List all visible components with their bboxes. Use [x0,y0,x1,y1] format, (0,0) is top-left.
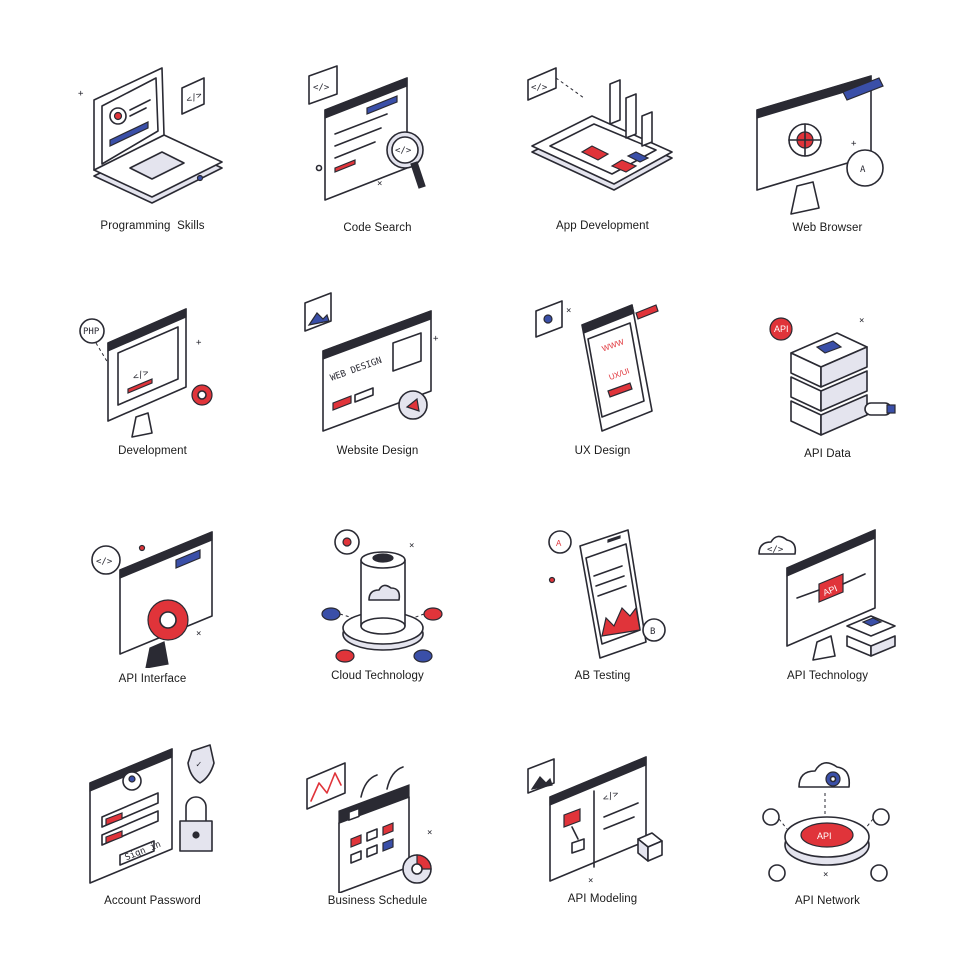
icon-card-ab-testing: A B AB Testing [490,490,715,715]
web-design-window-icon: WEB DESIGN + [304,292,439,432]
icon-card-code-search: </> </> × Code Search [265,40,490,265]
icon-label: App Development [556,220,649,232]
svg-text:+: + [78,89,84,99]
icon-label: AB Testing [574,670,631,682]
icon-label: API Data [804,448,851,460]
svg-text:+: + [851,139,857,149]
laptop-code-icon: </> + [78,67,223,204]
icon-card-programming-skills: </> + Programming Skills [40,40,265,265]
svg-text:×: × [196,629,201,639]
icon-card-web-browser: A + Web Browser [715,40,940,265]
monitor-globe-icon: A + [756,75,884,215]
icon-label: Programming Skills [100,220,205,232]
icon-label: UX Design [574,445,631,457]
icon-card-cloud-technology: × Cloud Technology [265,490,490,715]
api-button-network-icon: API × [762,762,890,882]
icon-card-account-password: Sign in ✓ Account Password [40,715,265,940]
icon-card-website-design: WEB DESIGN + Website Design [265,265,490,490]
svg-text:A: A [860,165,866,175]
icon-label: Code Search [343,222,412,234]
server-stack-icon: API × [769,316,896,436]
svg-text:×: × [409,541,414,551]
icon-grid: </> + Programming Skills </> </> × Code … [40,40,940,940]
icon-card-api-technology: API </> API Technology [715,490,940,715]
monitor-api-chip-icon: API </> [758,529,896,661]
svg-text:×: × [377,179,382,189]
icon-card-api-modeling: </> × API Modeling [490,715,715,940]
svg-text:×: × [823,870,828,880]
tablet-chart-icon: </> [527,67,673,191]
icon-label: Website Design [336,445,419,457]
svg-text:B: B [650,627,655,637]
window-flowchart-icon: </> × [527,756,663,886]
code-search-icon: </> </> × [308,65,426,201]
svg-text:</>: </> [531,83,548,93]
icon-card-app-development: </> App Development [490,40,715,265]
icon-card-api-data: API × API Data [715,265,940,490]
monitor-code-gear-icon: </> PHP + [79,308,213,438]
svg-text:API: API [774,324,789,334]
icon-label: API Network [794,895,860,907]
icon-label: API Technology [786,670,869,682]
icon-label: Business Schedule [327,895,428,907]
icon-card-development: </> PHP + Development [40,265,265,490]
monitor-api-gear-icon: </> × [91,531,213,668]
svg-text:×: × [859,316,864,326]
icon-label: Cloud Technology [331,670,424,682]
svg-text:×: × [566,306,571,316]
icon-label: Account Password [104,895,201,907]
phone-ux-icon: WWW UX/UI × [535,300,659,432]
icon-card-ux-design: WWW UX/UI × UX Design [490,265,715,490]
svg-text:</>: </> [96,557,113,567]
svg-text:×: × [427,828,432,838]
svg-text:PHP: PHP [83,327,100,337]
svg-text:+: + [196,338,202,348]
icon-label: Web Browser [792,222,863,234]
icon-card-api-network: API × API Network [715,715,940,940]
cloud-platform-icon: × [321,529,443,663]
svg-text:+: + [433,334,439,344]
svg-text:</>: </> [313,83,330,93]
svg-text:✓: ✓ [196,760,201,770]
svg-text:A: A [556,539,562,548]
login-padlock-icon: Sign in ✓ [89,744,215,884]
icon-label: API Interface [118,673,187,685]
svg-text:</>: </> [767,545,784,555]
svg-text:×: × [588,876,593,886]
phone-ab-testing-icon: A B [548,529,666,659]
icon-label: Development [118,445,187,457]
icon-card-business-schedule: × Business Schedule [265,715,490,940]
svg-text:API: API [817,831,832,841]
icon-label: API Modeling [567,893,638,905]
svg-text:</>: </> [395,146,412,156]
icon-card-api-interface: </> × API Interface [40,490,265,715]
calendar-chart-icon: × [306,762,432,893]
